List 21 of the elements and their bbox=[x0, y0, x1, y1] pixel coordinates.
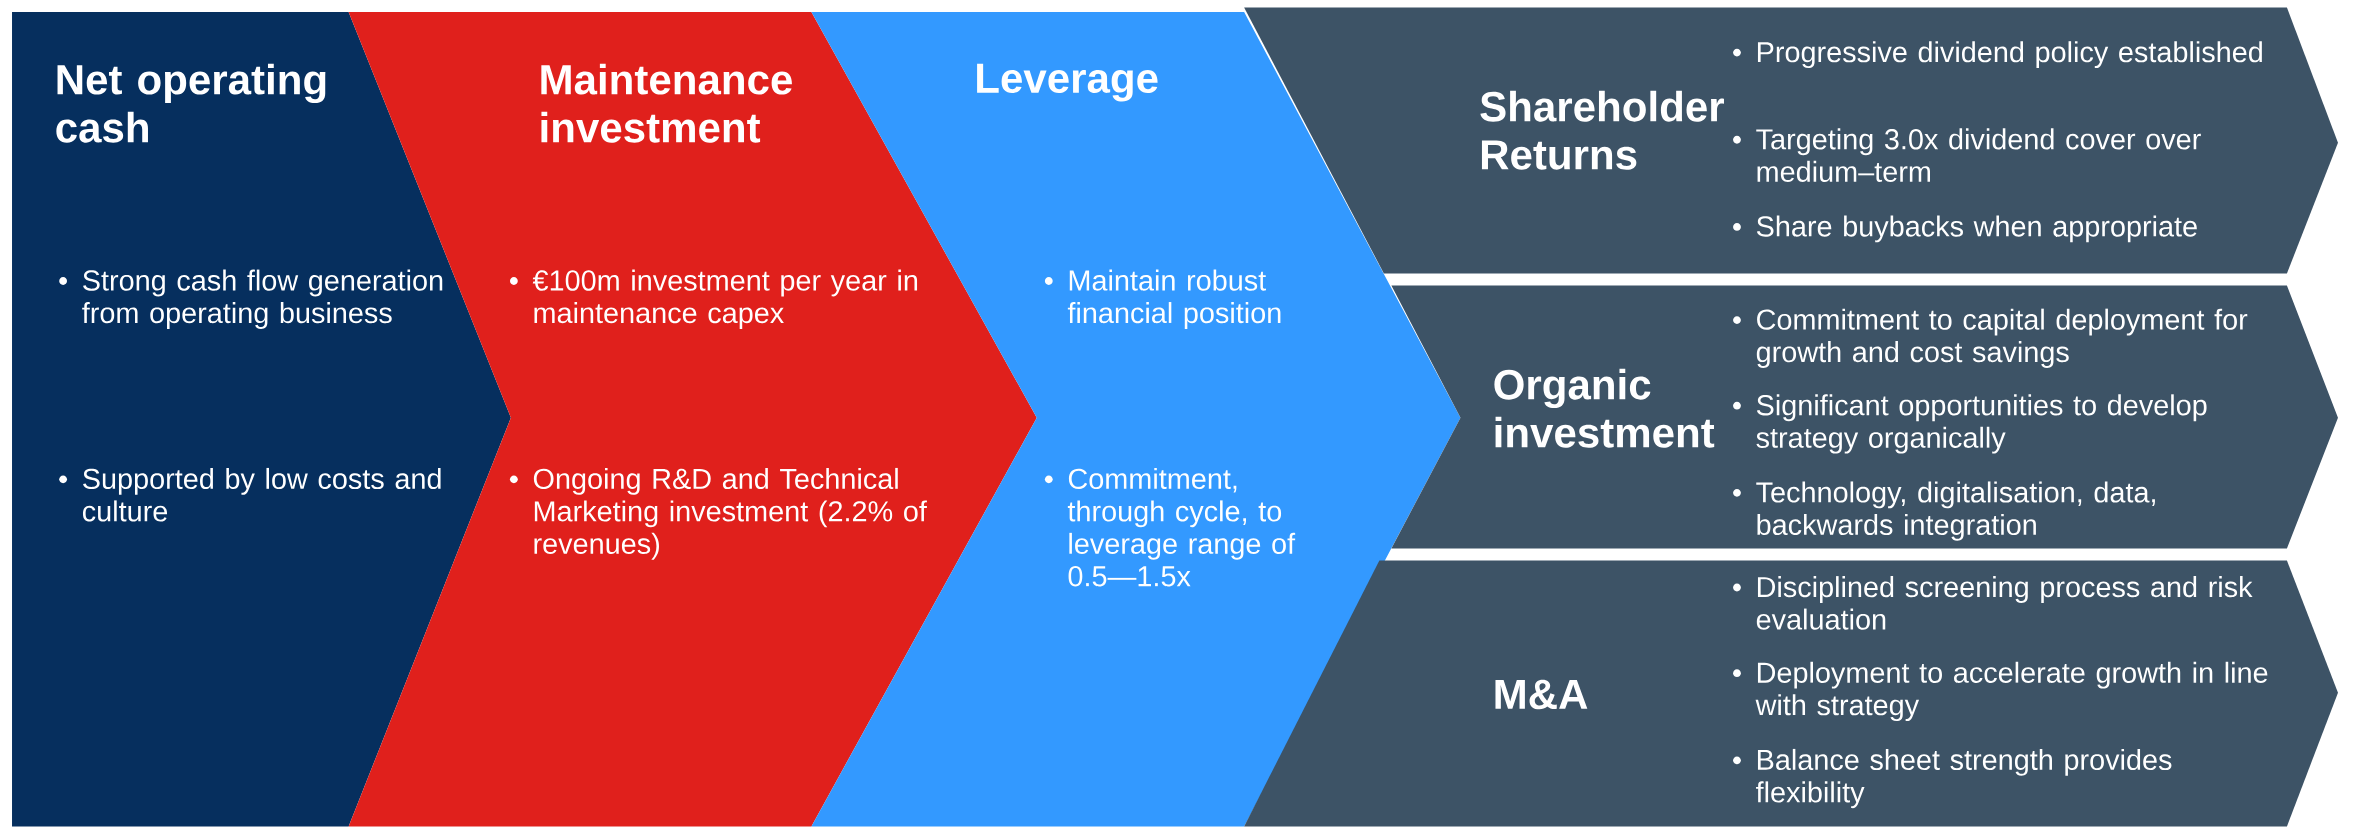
heading: Organic investment bbox=[1494, 368, 1715, 448]
bullet-point: Targeting 3.0x dividend cover over medium–term bbox=[1756, 128, 2201, 182]
bullet-point: Maintain robust financial position bbox=[1067, 269, 1281, 329]
heading: Maintenance investment bbox=[541, 63, 792, 143]
bullet-point: €100m investment per year in maintenance capex bbox=[532, 269, 918, 329]
bullet-point: Deployment to accelerate growth in line with strategy bbox=[1755, 661, 2268, 721]
bullet-point: Disciplined screening process and risk evaluation bbox=[1756, 575, 2253, 630]
bullet-point: Share buybacks when appropriate bbox=[1756, 215, 2197, 243]
bullet-point: Ongoing R&D and Technical Marketing investment (2.2% of revenues) bbox=[533, 467, 927, 560]
heading: Leverage bbox=[977, 63, 1158, 102]
bullet-point: Strong cash flow generation from operating business bbox=[82, 269, 443, 329]
bullet-point: Significant opportunities to develop strategy organically bbox=[1756, 394, 2207, 454]
bullet-point: Progressive dividend policy established bbox=[1757, 41, 2262, 68]
bullet-point: Commitment to capital deployment for growth and cost savings bbox=[1756, 308, 2248, 368]
heading: Shareholder Returns bbox=[1480, 90, 1724, 170]
bullet-point: Commitment, through cycle, to leverage range of 0.5—1.5x bbox=[1067, 467, 1296, 587]
heading: M&A bbox=[1495, 679, 1588, 710]
bullet-point: Technology, digitalisation, data, backwards integration bbox=[1756, 481, 2155, 541]
bullet-point: Balance sheet strength provides flexibility bbox=[1756, 748, 2172, 808]
bullet-point: Supported by low costs and culture bbox=[82, 467, 441, 522]
heading: Net operating cash bbox=[56, 63, 326, 143]
